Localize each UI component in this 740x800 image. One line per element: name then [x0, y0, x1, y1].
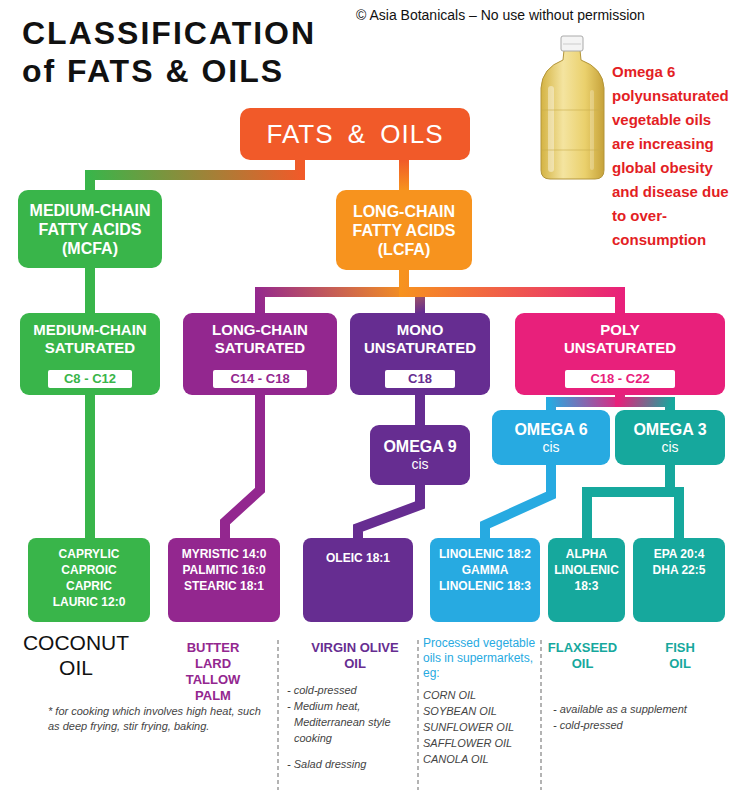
- class-box: LONG-CHAIN SATURATED C14 - C18: [183, 313, 337, 395]
- bottle-ridge: [542, 150, 603, 151]
- fatty-acid-box: LINOLENIC 18:2 GAMMA LINOLENIC 18:3: [430, 538, 540, 622]
- connector: [404, 270, 620, 313]
- connector: [399, 160, 409, 190]
- carbon-range-tag: C14 - C18: [213, 370, 307, 388]
- oil-example: SOYBEAN OIL: [423, 704, 538, 719]
- oil-source-label: Processed vegetable oils in supermarkets…: [423, 636, 543, 681]
- cap-ridge: [563, 44, 581, 45]
- omega-box: OMEGA 9cis: [370, 425, 470, 485]
- usage-note: - cold-pressed: [553, 718, 733, 733]
- omega-box: OMEGA 6cis: [492, 410, 610, 465]
- diagram-title: CLASSIFICATION of FATS & OILS: [22, 14, 332, 90]
- node-text: ALPHA LINOLENIC 18:3: [550, 546, 623, 594]
- bottle-body: [541, 50, 604, 179]
- connector: [587, 465, 670, 538]
- connector: [670, 465, 679, 538]
- node-text: cis: [542, 439, 559, 456]
- bottle-highlight: [548, 86, 554, 172]
- column-divider: [417, 640, 419, 790]
- node-text: C18 - C22: [590, 370, 649, 388]
- connector: [85, 395, 95, 538]
- node-text: LONG-CHAIN SATURATED: [190, 321, 330, 357]
- oil-source-label: VIRGIN OLIVE OIL: [305, 640, 405, 672]
- bottle-highlight: [590, 90, 594, 170]
- connector: [620, 395, 670, 410]
- class-box: POLY UNSATURATED C18 - C22: [515, 313, 725, 395]
- node-text: cis: [661, 439, 678, 456]
- oil-source-label: COCONUT OIL: [21, 630, 131, 680]
- omega-box: OMEGA 3cis: [615, 410, 725, 465]
- node-text: OLEIC 18:1: [326, 550, 390, 566]
- node-text: CAPRYLIC CAPROIC CAPRIC LAURIC 12:0: [45, 546, 133, 610]
- connector: [551, 395, 620, 410]
- oil-source-label: BUTTER LARD TALLOW PALM: [182, 640, 244, 704]
- root-box: FATS & OILS: [240, 108, 470, 160]
- node-text: POLY UNSATURATED: [550, 321, 690, 357]
- node-text: OMEGA 3: [633, 420, 706, 439]
- node-text: C18: [408, 370, 432, 388]
- node-text: LONG-CHAIN FATTY ACIDS (LCFA): [339, 202, 469, 259]
- fatty-acid-box: ALPHA LINOLENIC 18:3: [548, 538, 625, 622]
- connector: [358, 485, 420, 538]
- usage-note: - cold-pressed: [287, 682, 412, 698]
- node-text: MEDIUM-CHAIN SATURATED: [24, 321, 156, 357]
- node-text: OMEGA 6: [514, 420, 587, 439]
- oil-example: SUNFLOWER OIL: [423, 720, 538, 735]
- category-box: LONG-CHAIN FATTY ACIDS (LCFA): [336, 190, 472, 270]
- carbon-range-tag: C18: [385, 370, 455, 388]
- connector: [415, 395, 425, 425]
- oil-source-label: FLAXSEED OIL: [545, 640, 620, 672]
- node-text: cis: [411, 456, 428, 473]
- carbon-range-tag: C18 - C22: [565, 370, 675, 388]
- bottle-cap: [561, 36, 583, 51]
- warning-callout: Omega 6 polyunsaturated vegetable oils a…: [612, 60, 732, 252]
- oil-example: CANOLA OIL: [423, 752, 538, 767]
- oil-example: SAFFLOWER OIL: [423, 736, 538, 751]
- usage-note: * for cooking which involves high heat, …: [48, 704, 270, 734]
- oil-bottle: [541, 36, 604, 179]
- oil-example: CORN OIL: [423, 688, 538, 703]
- category-box: MEDIUM-CHAIN FATTY ACIDS (MCFA): [18, 190, 162, 268]
- node-text: OMEGA 9: [383, 437, 456, 456]
- class-box: MONO UNSATURATED C18: [350, 313, 490, 395]
- column-divider: [277, 640, 279, 790]
- node-text: C14 - C18: [230, 370, 289, 388]
- connector: [485, 465, 551, 538]
- node-text: MEDIUM-CHAIN FATTY ACIDS (MCFA): [22, 201, 158, 258]
- node-text: LINOLENIC 18:2 GAMMA LINOLENIC 18:3: [433, 546, 537, 594]
- class-box: MEDIUM-CHAIN SATURATED C8 - C12: [20, 313, 160, 395]
- usage-note: - Salad dressing: [287, 756, 412, 772]
- connector: [225, 395, 260, 538]
- node-text: C8 - C12: [64, 370, 116, 388]
- bottle-ridge: [542, 110, 603, 111]
- fatty-acid-box: EPA 20:4 DHA 22:5: [633, 538, 725, 622]
- connector: [90, 160, 300, 190]
- node-text: MONO UNSATURATED: [355, 321, 485, 357]
- carbon-range-tag: C8 - C12: [48, 370, 132, 388]
- fatty-acid-box: MYRISTIC 14:0 PALMITIC 16:0 STEARIC 18:1: [168, 538, 280, 622]
- fatty-acid-box: OLEIC 18:1: [303, 538, 413, 622]
- node-text: EPA 20:4 DHA 22:5: [644, 546, 714, 578]
- fatty-acid-box: CAPRYLIC CAPROIC CAPRIC LAURIC 12:0: [28, 538, 150, 622]
- oil-source-label: FISH OIL: [660, 640, 700, 672]
- usage-note: - Medium heat, Mediterranean style cooki…: [287, 698, 412, 746]
- connector: [260, 270, 404, 313]
- node-text: FATS & OILS: [266, 119, 443, 149]
- usage-note: - available as a supplement: [553, 702, 733, 717]
- copyright-watermark: © Asia Botanicals – No use without permi…: [356, 6, 736, 24]
- column-divider: [540, 640, 542, 790]
- connector: [85, 268, 95, 313]
- node-text: MYRISTIC 14:0 PALMITIC 16:0 STEARIC 18:1: [176, 546, 272, 594]
